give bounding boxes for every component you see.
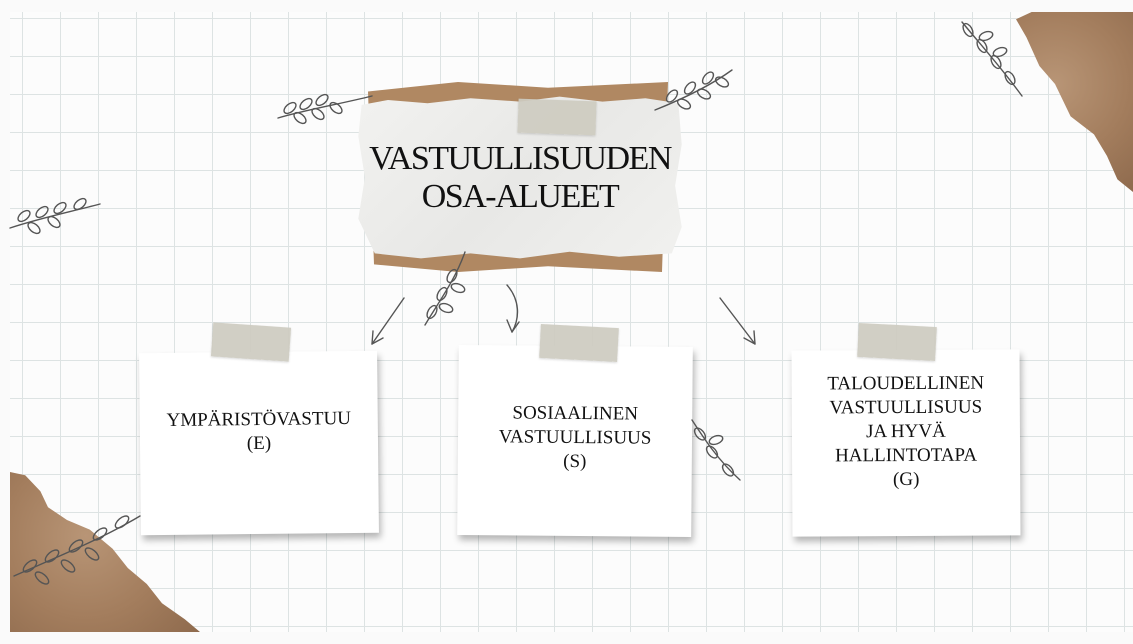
arrow-icon xyxy=(719,297,756,345)
leaf-branch-icon xyxy=(654,69,733,111)
leaf-branch-icon xyxy=(961,21,1023,97)
diagram-title: VASTUULLISUUDEN OSA-ALUEET xyxy=(360,140,680,216)
arrow-icon xyxy=(371,297,405,345)
leaf-branch-icon xyxy=(691,419,741,481)
title-line-2: OSA-ALUEET xyxy=(421,178,620,215)
leaf-branch-icon xyxy=(424,251,466,326)
leaf-branch-icon xyxy=(13,515,141,585)
title-line-1: VASTUULLISUUDEN xyxy=(369,140,672,177)
arrow-icon xyxy=(506,284,520,333)
leaf-branch-icon xyxy=(9,197,101,235)
leaf-branch-icon xyxy=(277,93,373,125)
